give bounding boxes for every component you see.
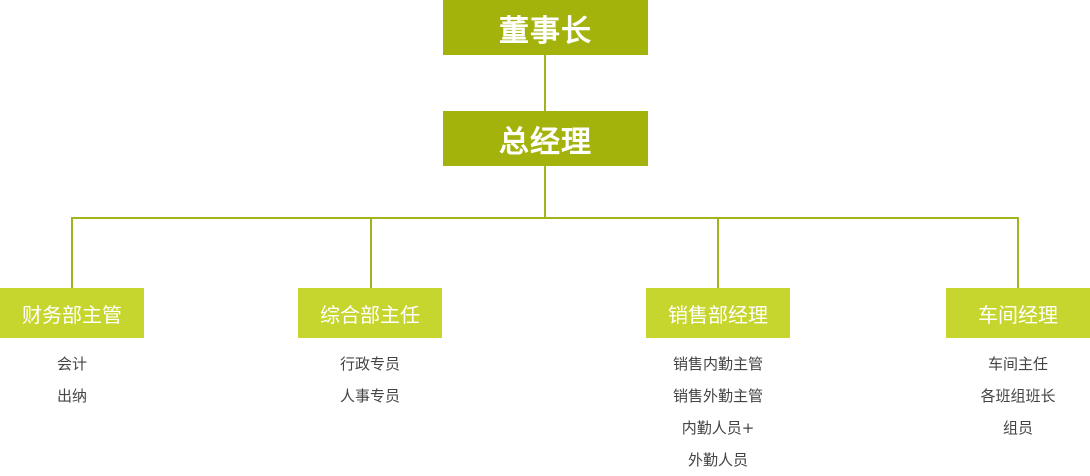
dept-workshop-box: 车间经理	[946, 288, 1090, 338]
staff-item: 人事专员	[339, 387, 400, 405]
staff-item: 会计	[56, 355, 87, 373]
staff-item: 销售内勤主管	[672, 355, 763, 373]
connector-dept-general	[370, 217, 372, 288]
staff-item: 外勤人员	[687, 451, 748, 469]
general-manager-box: 总经理	[443, 111, 648, 166]
staff-item: 销售外勤主管	[672, 387, 763, 405]
connector-dept-sales	[717, 217, 719, 288]
workshop-staff-list: 车间主任 各班组班长 组员	[946, 348, 1090, 444]
staff-item: 组员	[1002, 419, 1033, 437]
dept-general-affairs-box: 综合部主任	[298, 288, 442, 338]
sales-staff-list: 销售内勤主管 销售外勤主管 内勤人员+ 外勤人员	[646, 348, 790, 476]
connector-dept-workshop	[1017, 217, 1019, 288]
connector-chairman-gm	[544, 55, 546, 111]
staff-item: 内勤人员+	[681, 419, 755, 437]
dept-sales-box: 销售部经理	[646, 288, 790, 338]
staff-item: 各班组班长	[980, 387, 1056, 405]
chairman-box: 董事长	[443, 0, 648, 55]
general-affairs-staff-list: 行政专员 人事专员	[298, 348, 442, 412]
staff-item: 车间主任	[987, 355, 1048, 373]
connector-horizontal-bus	[71, 217, 1019, 219]
staff-item: 出纳	[56, 387, 87, 405]
connector-gm-trunk	[544, 166, 546, 218]
connector-dept-finance	[71, 217, 73, 288]
dept-finance-box: 财务部主管	[0, 288, 144, 338]
staff-item: 行政专员	[339, 355, 400, 373]
finance-staff-list: 会计 出纳	[0, 348, 144, 412]
